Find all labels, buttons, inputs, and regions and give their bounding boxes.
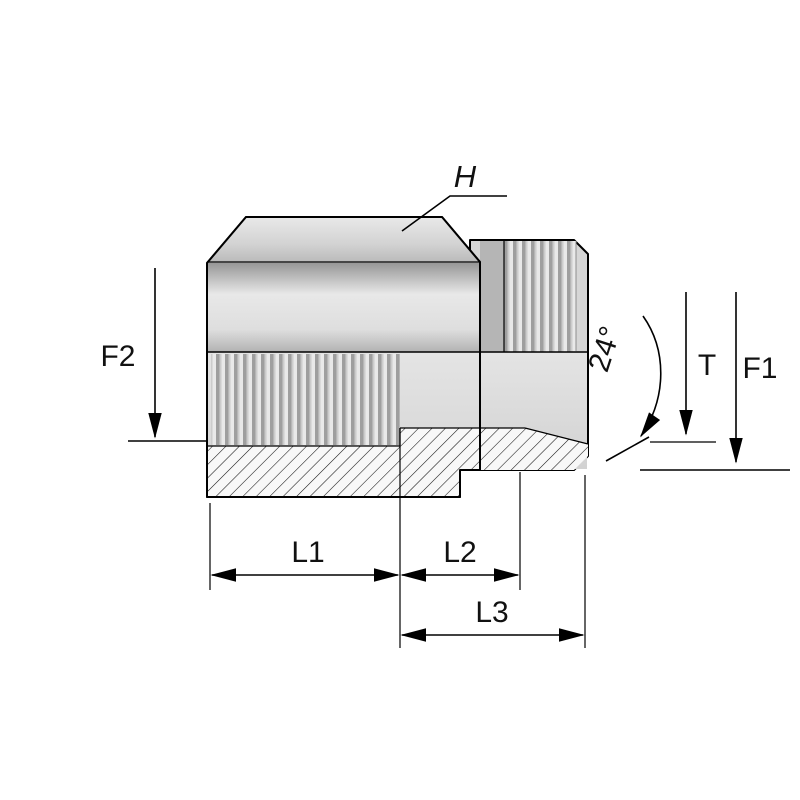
callout-cone-angle: 24°	[582, 315, 662, 462]
length-dimensions: L1 L2 L3	[209, 428, 586, 648]
hex-facet-mid	[207, 263, 480, 352]
dimension-l3: L3	[400, 596, 585, 642]
cone-seat-line	[524, 427, 589, 445]
dimension-l1: L1	[210, 536, 400, 582]
callout-seat-depth: T	[650, 292, 716, 443]
label-thread-right: F1	[742, 352, 777, 385]
section-hatch	[207, 428, 588, 497]
male-thread-zone	[504, 241, 576, 352]
label-l3: L3	[475, 596, 508, 629]
hex-facet-top	[207, 217, 480, 263]
callout-thread-left: F2	[100, 268, 206, 442]
fitting-part	[206, 216, 589, 498]
label-cone-angle: 24°	[582, 322, 627, 375]
hex-leader-line	[401, 195, 507, 232]
label-l2: L2	[443, 536, 476, 569]
label-seat-depth: T	[698, 349, 716, 382]
callout-thread-right: F1	[640, 292, 790, 471]
label-thread-left: F2	[100, 340, 135, 373]
dimension-l2: L2	[400, 536, 520, 582]
thread-undercut-groove	[480, 241, 504, 352]
cone-angle-ref-line	[605, 436, 650, 462]
hex-outline-overlay	[206, 216, 481, 498]
callout-hex: H	[401, 159, 507, 232]
female-thread-zone	[211, 354, 400, 445]
section-cut	[206, 216, 589, 498]
label-hex: H	[454, 159, 477, 194]
cone-angle-arc-arrow	[640, 315, 662, 438]
label-l1: L1	[291, 536, 324, 569]
